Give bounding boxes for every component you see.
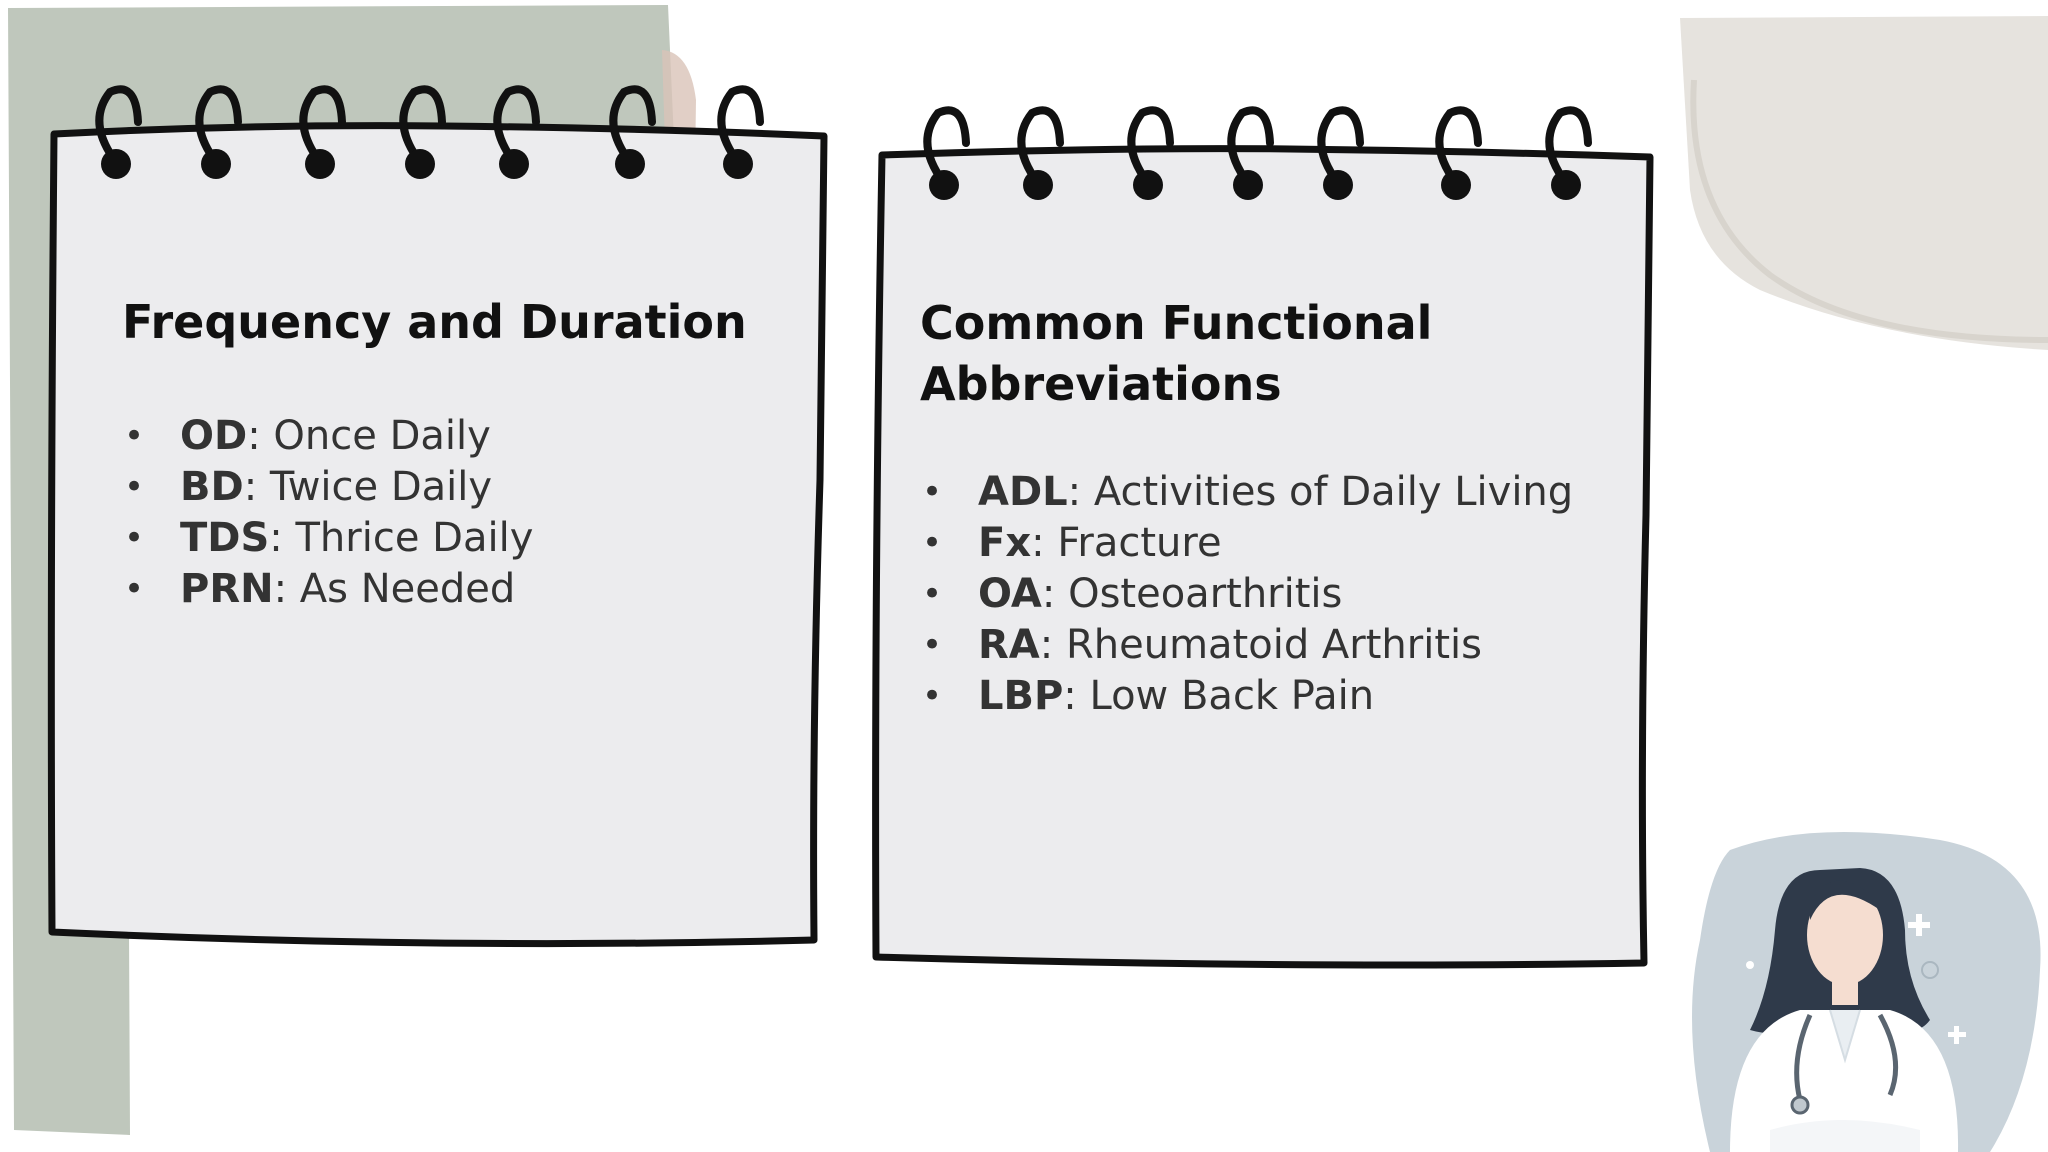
list-item: •OA: Osteoarthritis	[920, 569, 1640, 620]
bullet-icon: •	[922, 574, 943, 614]
bullet-icon: •	[124, 518, 145, 558]
bullet-icon: •	[922, 625, 943, 665]
spiral-ring-icon	[1545, 106, 1592, 187]
spiral-ring-icon	[1017, 106, 1064, 187]
list-item: •BD: Twice Daily	[122, 462, 802, 513]
spiral-ring-icon	[1127, 106, 1174, 187]
bullet-icon: •	[922, 472, 943, 512]
bullet-icon: •	[124, 416, 145, 456]
doctor-illustration	[1692, 832, 2041, 1152]
ring-hole-icon	[201, 149, 231, 179]
card-title: Frequency and Duration	[122, 295, 747, 349]
bullet-icon: •	[922, 676, 943, 716]
ring-hole-icon	[1323, 170, 1353, 200]
spiral-rings	[95, 85, 764, 179]
list-item: •ADL: Activities of Daily Living	[920, 467, 1640, 518]
ring-hole-icon	[101, 149, 131, 179]
ring-hole-icon	[615, 149, 645, 179]
background-paper-sheet	[1680, 16, 2048, 350]
spiral-ring-icon	[399, 85, 446, 166]
spiral-ring-icon	[923, 106, 970, 187]
bullet-icon: •	[922, 523, 943, 563]
ring-hole-icon	[499, 149, 529, 179]
abbr-meaning: Low Back Pain	[1089, 673, 1375, 719]
abbr-code: OD	[180, 413, 248, 459]
notebook-card-functional: Common Functional Abbreviations •ADL: Ac…	[870, 95, 1660, 975]
spiral-ring-icon	[1317, 106, 1364, 187]
abbreviation-list: •OD: Once Daily •BD: Twice Daily •TDS: T…	[122, 411, 802, 615]
ring-hole-icon	[1133, 170, 1163, 200]
abbreviation-list: •ADL: Activities of Daily Living •Fx: Fr…	[920, 467, 1640, 722]
ring-hole-icon	[1551, 170, 1581, 200]
spiral-ring-icon	[299, 85, 346, 166]
spiral-ring-icon	[609, 85, 656, 166]
abbr-code: LBP	[978, 673, 1064, 719]
abbr-code: OA	[978, 571, 1042, 617]
spiral-ring-icon	[195, 85, 242, 166]
abbr-meaning: Thrice Daily	[295, 515, 534, 561]
abbr-code: TDS	[180, 515, 270, 561]
ring-hole-icon	[1233, 170, 1263, 200]
ring-hole-icon	[723, 149, 753, 179]
list-item: •TDS: Thrice Daily	[122, 513, 802, 564]
bullet-icon: •	[124, 569, 145, 609]
abbr-meaning: Twice Daily	[269, 464, 493, 510]
notebook-card-frequency: Frequency and Duration •OD: Once Daily •…	[44, 80, 834, 960]
list-item: •PRN: As Needed	[122, 564, 802, 615]
abbr-meaning: Fracture	[1057, 520, 1222, 566]
ring-hole-icon	[1441, 170, 1471, 200]
abbr-code: BD	[180, 464, 244, 510]
spiral-ring-icon	[493, 85, 540, 166]
list-item: •LBP: Low Back Pain	[920, 671, 1640, 722]
ring-hole-icon	[1023, 170, 1053, 200]
notebook-frame	[872, 106, 1654, 969]
ring-hole-icon	[305, 149, 335, 179]
notebook-frame	[47, 85, 828, 948]
spiral-rings	[923, 106, 1592, 200]
abbr-meaning: Once Daily	[273, 413, 491, 459]
list-item: •OD: Once Daily	[122, 411, 802, 462]
abbr-code: Fx	[978, 520, 1032, 566]
abbr-meaning: Activities of Daily Living	[1093, 469, 1574, 515]
bullet-icon: •	[124, 467, 145, 507]
abbr-code: RA	[978, 622, 1040, 668]
abbr-code: PRN	[180, 566, 274, 612]
card-title-text: Common Functional Abbreviations	[920, 296, 1433, 411]
list-item: •RA: Rheumatoid Arthritis	[920, 620, 1640, 671]
plus-sparkle-icon	[1908, 914, 1966, 1044]
spiral-ring-icon	[95, 85, 142, 166]
abbr-meaning: Rheumatoid Arthritis	[1065, 622, 1482, 668]
abbr-meaning: As Needed	[299, 566, 516, 612]
spiral-ring-icon	[1435, 106, 1482, 187]
abbr-code: ADL	[978, 469, 1068, 515]
card-title: Common Functional Abbreviations	[920, 293, 1640, 415]
spiral-ring-icon	[717, 85, 764, 166]
abbr-meaning: Osteoarthritis	[1068, 571, 1343, 617]
ring-hole-icon	[405, 149, 435, 179]
ring-hole-icon	[929, 170, 959, 200]
list-item: •Fx: Fracture	[920, 518, 1640, 569]
spiral-ring-icon	[1227, 106, 1274, 187]
